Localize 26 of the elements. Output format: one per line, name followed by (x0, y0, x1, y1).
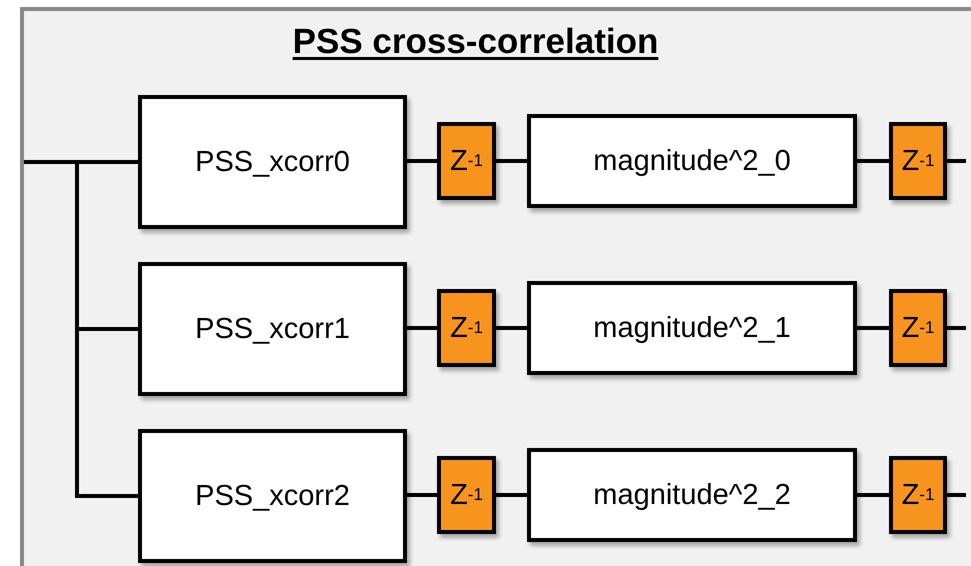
process-block: magnitude^2_1 (527, 281, 857, 375)
delay-block: Z$^{-1}$ (889, 456, 947, 534)
connector-line (857, 326, 889, 330)
connector-line (407, 326, 437, 330)
process-block: PSS_xcorr2 (138, 429, 407, 563)
connector-line (947, 326, 966, 330)
connector-line (947, 159, 966, 163)
process-block: magnitude^2_2 (527, 448, 857, 542)
connector-line (496, 326, 527, 330)
delay-block: Z$^{-1}$ (437, 122, 496, 200)
connector-line (24, 160, 138, 498)
connector-line (407, 159, 437, 163)
delay-block: Z$^{-1}$ (437, 289, 496, 367)
delay-block: Z$^{-1}$ (889, 289, 947, 367)
process-block: PSS_xcorr1 (138, 262, 407, 396)
connector-line (857, 159, 889, 163)
connector-line (857, 493, 889, 497)
connector-line (407, 493, 437, 497)
delay-block: Z$^{-1}$ (889, 122, 947, 200)
connector-line (496, 493, 527, 497)
delay-block: Z$^{-1}$ (437, 456, 496, 534)
title: PSS cross-correlation (292, 22, 658, 61)
process-block: PSS_xcorr0 (138, 95, 407, 229)
process-block: magnitude^2_0 (527, 114, 857, 208)
connector-line (947, 493, 966, 497)
connector-line (496, 159, 527, 163)
